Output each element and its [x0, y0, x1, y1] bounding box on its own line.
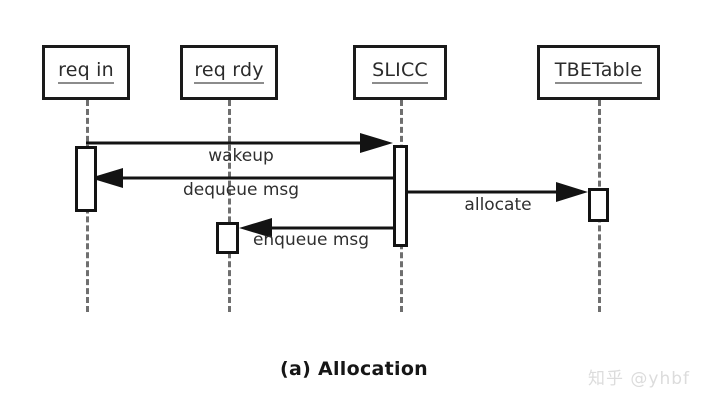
- activation-bar-tbetable: [588, 188, 609, 222]
- message-label-enqueue-msg: enqueue msg: [252, 230, 370, 250]
- activation-bar-req-rdy: [216, 222, 239, 254]
- activation-bar-slicc: [393, 145, 408, 247]
- participant-box-req-rdy: req rdy: [180, 45, 278, 100]
- participant-label-tbetable: TBETable: [554, 60, 643, 84]
- participant-box-slicc: SLICC: [353, 45, 447, 100]
- message-label-wakeup: wakeup: [208, 146, 274, 166]
- message-label-allocate: allocate: [464, 195, 532, 215]
- message-label-dequeue-msg: dequeue msg: [182, 180, 300, 200]
- participant-box-tbetable: TBETable: [537, 45, 660, 100]
- activation-bar-req-in: [75, 146, 97, 212]
- participant-label-req-rdy: req rdy: [194, 60, 264, 84]
- participant-label-slicc: SLICC: [372, 60, 428, 84]
- watermark: 知乎 @yhbf: [587, 369, 690, 389]
- lifeline-stem-req-rdy: [228, 100, 231, 312]
- figure-caption: (a) Allocation: [279, 358, 429, 380]
- participant-box-req-in: req in: [42, 45, 130, 100]
- participant-label-req-in: req in: [58, 60, 114, 84]
